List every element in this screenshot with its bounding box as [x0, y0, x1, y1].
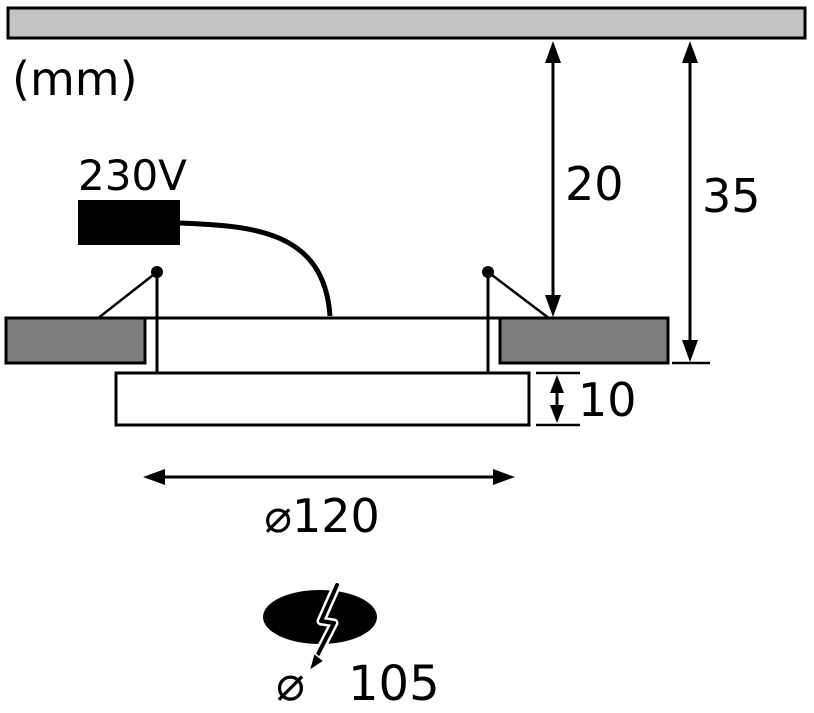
trim-flange-left	[4, 316, 147, 365]
dim-label-35: 35	[702, 169, 761, 223]
dim-diameter: ⌀120	[143, 469, 515, 543]
dim-label-20: 20	[565, 157, 624, 211]
trim-flange-right	[498, 316, 670, 365]
dim-arrow-120-right	[493, 469, 515, 485]
clip-pivot-left	[151, 266, 163, 278]
unit-label: (mm)	[12, 52, 138, 106]
clip-pivot-right	[482, 266, 494, 278]
driver-box	[78, 200, 180, 245]
lightning-bolt-icon	[313, 583, 339, 662]
voltage-label: 230V	[78, 151, 187, 200]
dim-arrow-20-bottom	[545, 295, 561, 317]
spring-clip-right	[487, 271, 551, 320]
panel-body	[114, 371, 531, 427]
dim-total-depth: 35	[672, 41, 761, 365]
dim-arrow-120-left	[143, 469, 165, 485]
dim-arrow-10-top	[550, 375, 564, 393]
cutout-prefix-label: ⌀	[276, 656, 305, 712]
dim-panel-thickness: 10	[536, 371, 637, 427]
ceiling-bar	[6, 6, 807, 40]
cutout-value-label: 105	[348, 656, 440, 712]
cutout-symbol: ⌀ 105	[263, 580, 440, 712]
lightning-bolt-arrowhead	[307, 651, 326, 673]
dim-label-120: ⌀120	[264, 489, 380, 543]
power-cable	[179, 220, 333, 317]
dim-arrow-35-bottom	[682, 340, 698, 362]
dim-arrow-35-top	[682, 41, 698, 63]
dim-label-10: 10	[578, 373, 637, 427]
dim-arrow-20-top	[545, 41, 561, 63]
spring-clip-left	[96, 271, 158, 320]
dim-recess-depth: 20	[545, 41, 624, 317]
dim-arrow-10-bottom	[550, 405, 564, 423]
